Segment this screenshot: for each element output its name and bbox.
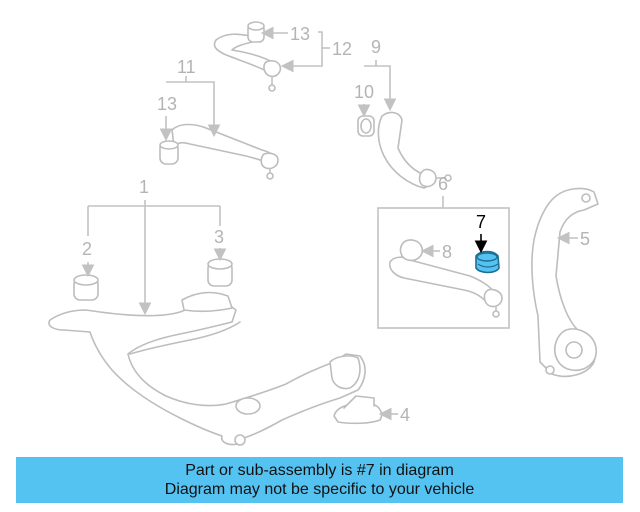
bushing-7-highlighted [475, 250, 500, 274]
callout-3: 3 [214, 227, 224, 247]
callout-7: 7 [476, 212, 486, 232]
callout-1: 1 [139, 177, 149, 197]
subframe-1 [48, 258, 366, 446]
upper-arm-11 [159, 123, 279, 180]
bracket-11 [166, 81, 221, 138]
caption-line-2: Diagram may not be specific to your vehi… [164, 481, 475, 498]
callout-5: 5 [580, 229, 590, 249]
front-arm-9 [357, 111, 452, 189]
steering-knuckle-5 [531, 187, 599, 378]
callout-10: 10 [354, 82, 374, 102]
callout-13-top: 13 [290, 24, 310, 44]
bracket-12 [280, 31, 323, 73]
callout-11: 11 [177, 57, 196, 77]
callout-6: 6 [438, 174, 448, 194]
callout-8: 8 [442, 242, 452, 262]
callout-2: 2 [82, 239, 92, 259]
callout-13-left: 13 [157, 94, 177, 114]
caption-line-1: Part or sub-assembly is #7 in diagram [185, 462, 454, 479]
bracket-4 [333, 395, 383, 425]
caption-banner: Part or sub-assembly is #7 in diagram Di… [16, 457, 623, 503]
callout-9: 9 [371, 37, 381, 57]
lower-arm-8 [388, 239, 503, 318]
callout-4: 4 [400, 405, 410, 425]
bracket-9 [364, 65, 397, 112]
parts-diagram: 13 12 11 13 9 10 6 8 [48, 21, 599, 446]
callout-12: 12 [332, 39, 352, 59]
upper-link-arm-12 [213, 21, 282, 92]
